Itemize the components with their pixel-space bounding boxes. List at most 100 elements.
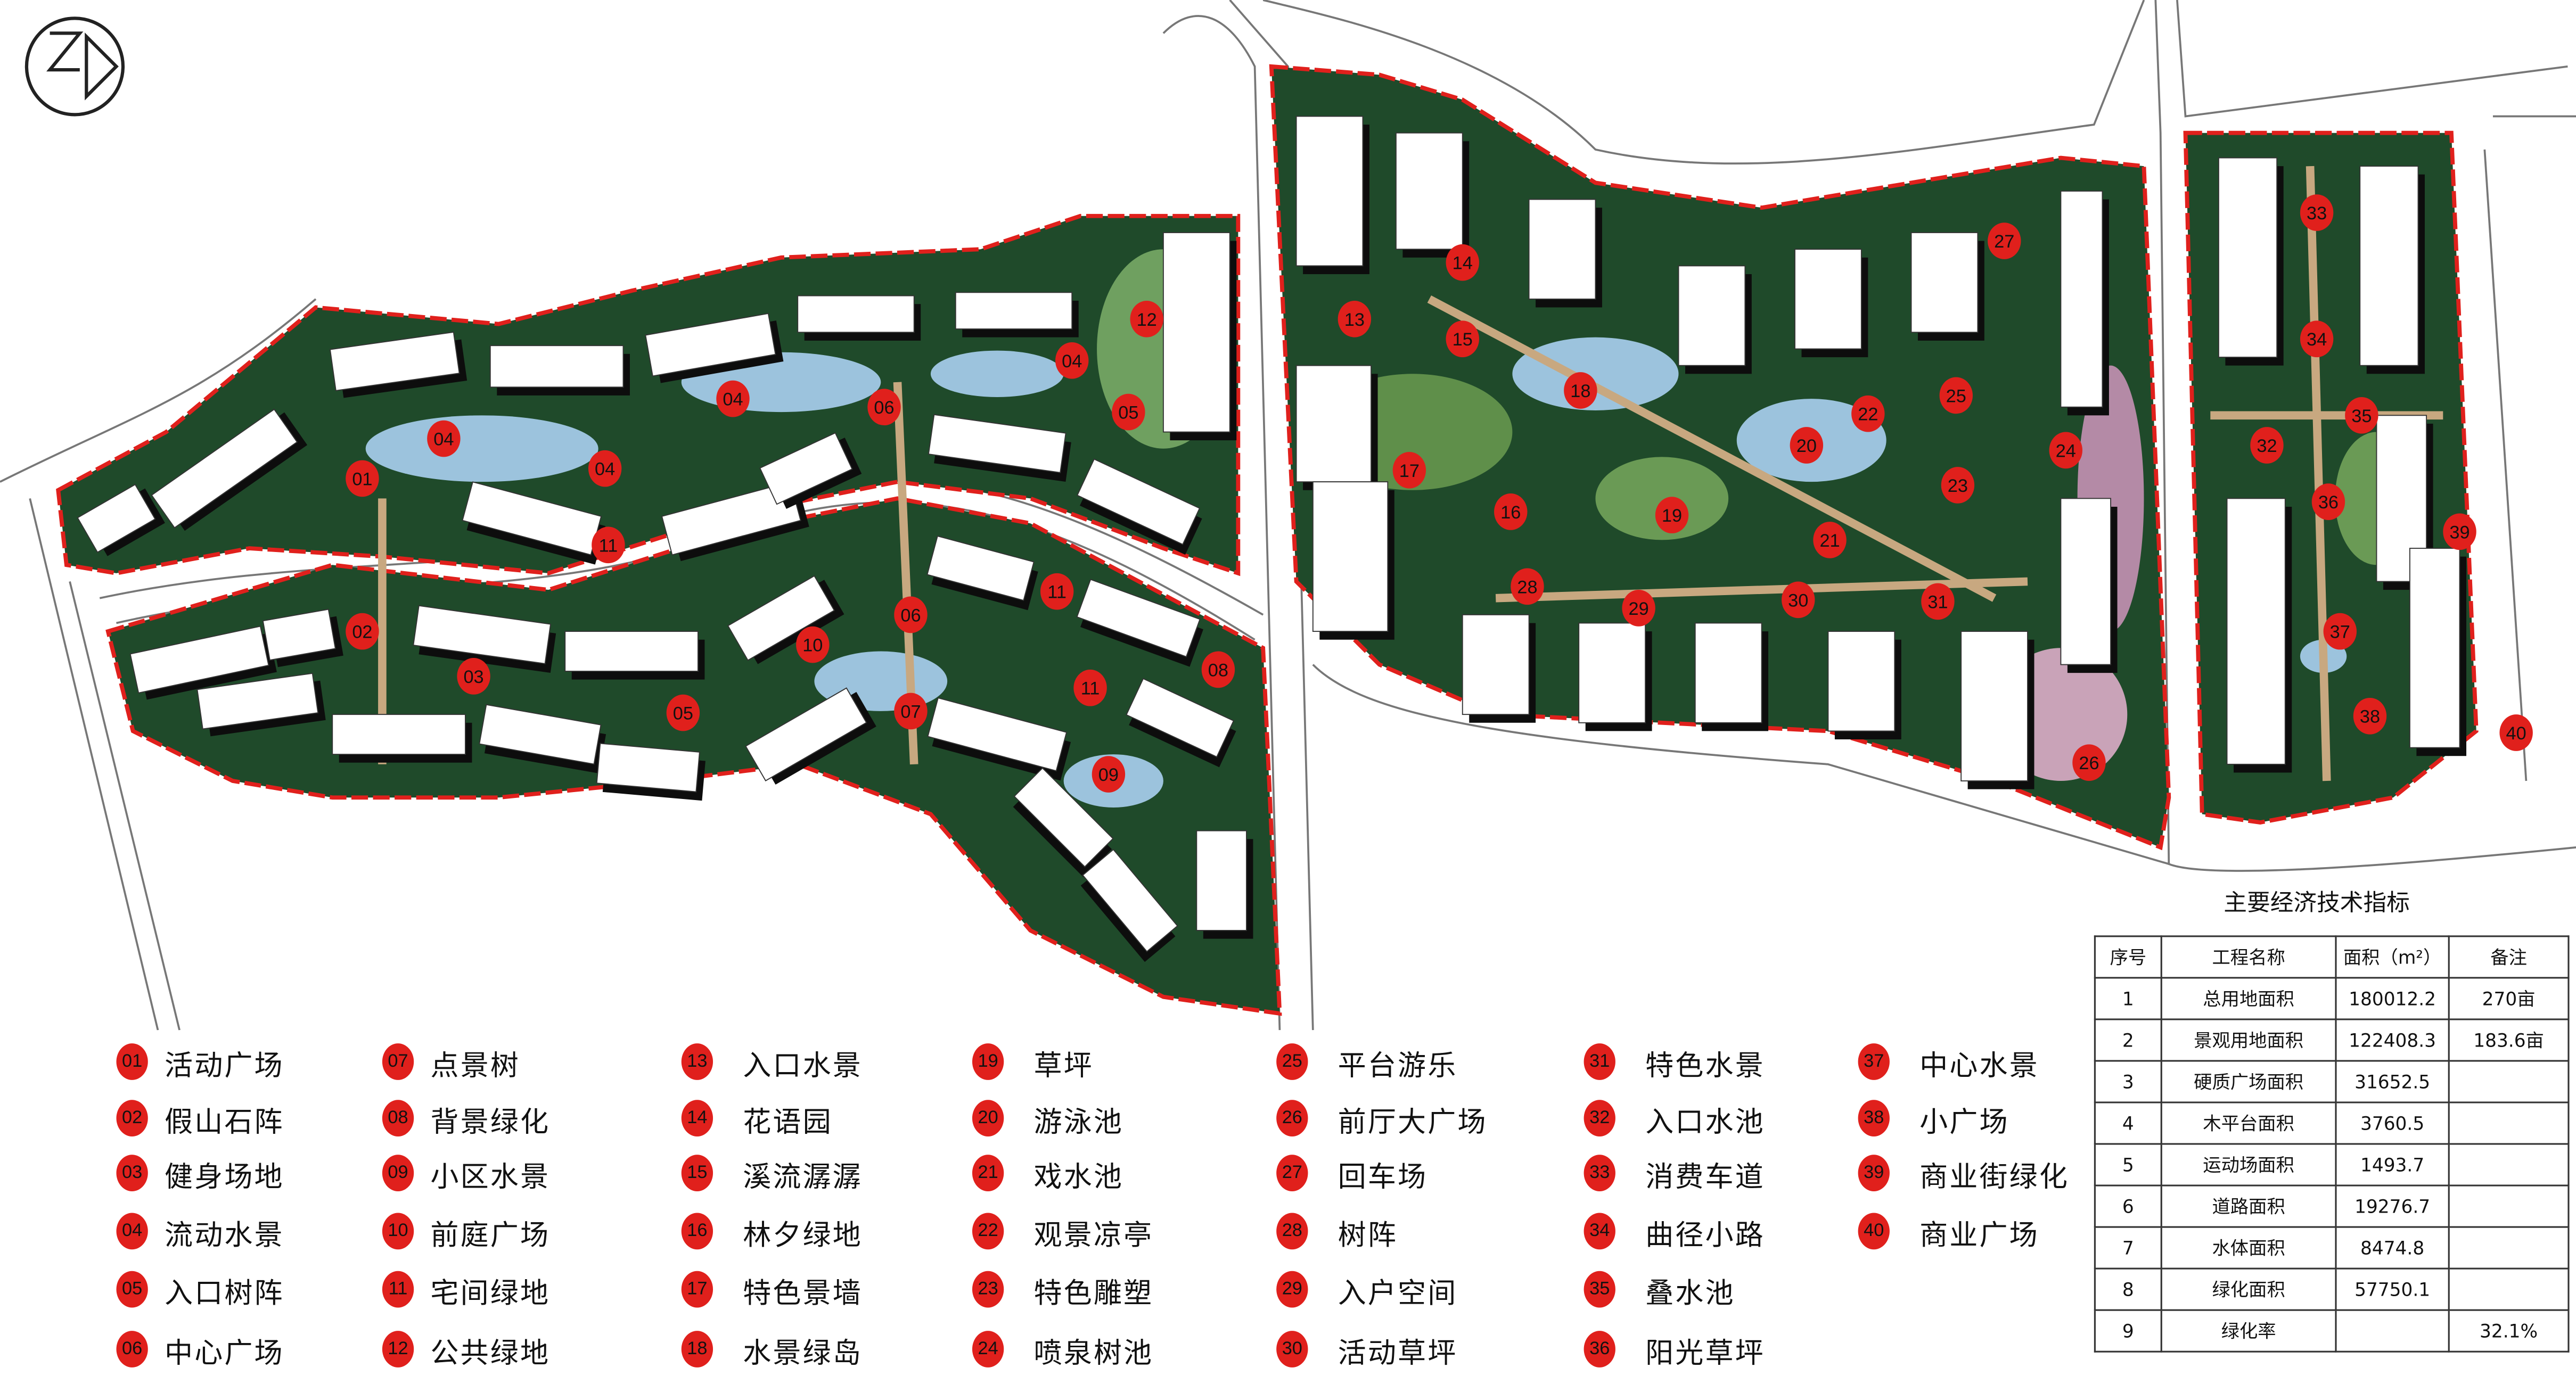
water-feature [365,415,598,482]
legend-label: 平台游乐 [1338,1049,1458,1083]
marker-number: 04 [433,430,454,450]
legend-number-badge: 16 [681,1213,713,1250]
row-name: 水体面积 [2160,1226,2337,1270]
map-marker-39: 39 [2443,513,2476,550]
map-marker-05: 05 [1112,393,1145,431]
marker-number: 03 [463,667,483,687]
legend-number-badge: 01 [116,1043,148,1080]
marker-number: 02 [352,622,372,642]
residential-building [596,743,705,801]
header-name: 工程名称 [2160,935,2337,979]
residential-building [926,535,1038,611]
marker-number: 04 [723,390,743,410]
marker-number: 34 [2307,329,2327,350]
map-marker-26: 26 [2072,744,2106,781]
header-remark: 备注 [2448,935,2570,979]
legend-label: 叠水池 [1645,1276,1735,1311]
legend-number-badge: 17 [681,1271,713,1308]
header-index: 序号 [2094,935,2162,979]
marker-number: 05 [1118,403,1138,423]
map-marker-04: 04 [427,420,461,457]
residential-building [196,672,326,737]
row-remark: 270亩 [2448,977,2570,1020]
row-remark [2448,1267,2570,1311]
legend-label: 宅间绿地 [430,1276,551,1311]
legend-number-badge: 03 [116,1155,148,1191]
marker-number: 06 [900,605,921,625]
header-area: 面积（m²） [2335,935,2450,979]
map-marker-40: 40 [2499,714,2533,751]
residential-building [1126,678,1236,768]
legend-label: 喷泉树池 [1033,1337,1154,1370]
map-marker-09: 09 [1092,756,1126,793]
residential-building [1196,830,1253,939]
map-marker-30: 30 [1782,581,1815,619]
legend-number-badge: 40 [1858,1213,1890,1250]
row-index: 9 [2094,1309,2162,1353]
residential-building [1295,116,1369,275]
map-marker-13: 13 [1338,300,1372,337]
residential-building [1827,631,1901,739]
map-marker-06: 06 [894,596,928,633]
legend-number-badge: 36 [1584,1331,1615,1367]
marker-number: 39 [2449,522,2470,542]
legend-label: 背景绿化 [430,1106,551,1139]
legend-label: 中心广场 [165,1337,284,1370]
marker-number: 26 [2079,753,2099,773]
row-area: 57750.1 [2335,1267,2450,1311]
legend-number-badge: 29 [1276,1271,1308,1308]
row-name: 硬质广场面积 [2160,1060,2337,1103]
legend-number-badge: 37 [1858,1043,1890,1080]
map-marker-20: 20 [1790,427,1824,464]
residential-building [727,575,844,664]
residential-building [745,687,876,785]
residential-building [479,704,606,774]
water-feature [1512,337,1679,410]
marker-number: 28 [1517,577,1537,597]
legend-number-badge: 05 [116,1271,148,1308]
legend-label: 花语园 [743,1106,833,1139]
legend-number-badge: 04 [116,1213,148,1250]
row-index: 3 [2094,1060,2162,1103]
map-marker-05: 05 [666,694,700,731]
residential-building [1678,265,1752,374]
marker-number: 29 [1629,599,1649,619]
marker-number: 14 [1453,253,1473,274]
map-marker-27: 27 [1988,223,2021,259]
residential-building [151,408,308,531]
legend-number-badge: 23 [972,1271,1004,1308]
residential-building [1013,767,1114,878]
legend-number-badge: 26 [1276,1100,1308,1136]
residential-building [262,608,343,668]
map-marker-11: 11 [1040,573,1074,610]
legend-label: 戏水池 [1033,1160,1123,1194]
map-marker-25: 25 [1939,377,1973,414]
row-remark [2448,1184,2570,1228]
marker-number: 21 [1819,531,1840,551]
legend-number-badge: 31 [1584,1043,1615,1080]
row-name: 木平台面积 [2160,1101,2337,1145]
marker-number: 17 [1399,461,1420,481]
marker-number: 04 [595,459,615,480]
marker-number: 20 [1796,436,1817,456]
residential-building [2226,498,2292,773]
row-name: 道路面积 [2160,1184,2337,1228]
row-area: 3760.5 [2335,1101,2450,1145]
map-marker-38: 38 [2353,697,2387,735]
legend-label: 阳光草坪 [1645,1337,1765,1370]
paved-path [1427,295,1997,602]
